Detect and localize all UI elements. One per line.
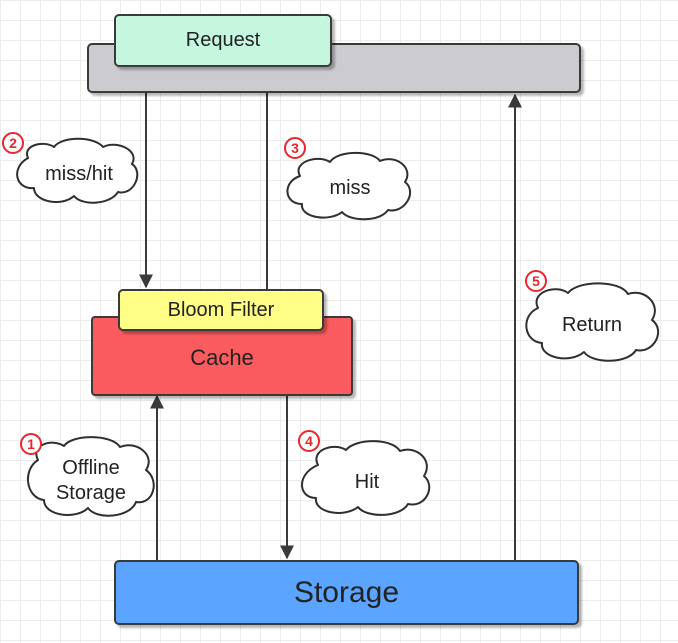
cloud-label-miss: miss xyxy=(329,176,371,199)
storage-box: Storage xyxy=(114,560,579,625)
cloud-miss xyxy=(286,151,412,221)
request-box: Request xyxy=(114,14,332,67)
cloud-label-hit: Hit xyxy=(354,470,380,493)
bloom-filter-label: Bloom Filter xyxy=(167,298,275,321)
cloud-label-miss-hit: miss/hit xyxy=(45,162,113,185)
cloud-label-offline-storage: Offline Storage xyxy=(55,457,127,504)
cache-label: Cache xyxy=(190,345,254,370)
request-label: Request xyxy=(185,29,261,51)
step-badge-4: 4 xyxy=(298,430,320,452)
cloud-label-return: Return xyxy=(561,313,623,336)
storage-label: Storage xyxy=(293,575,400,609)
step-badge-2: 2 xyxy=(2,132,24,154)
cloud-return xyxy=(525,282,659,362)
step-badge-1: 1 xyxy=(20,433,42,455)
step-badge-3: 3 xyxy=(284,137,306,159)
cloud-offline-storage xyxy=(26,436,155,517)
cloud-miss-hit xyxy=(16,137,139,204)
step-badge-5: 5 xyxy=(525,270,547,292)
bloom-filter-box: Bloom Filter xyxy=(118,289,324,331)
cloud-hit xyxy=(301,440,431,516)
